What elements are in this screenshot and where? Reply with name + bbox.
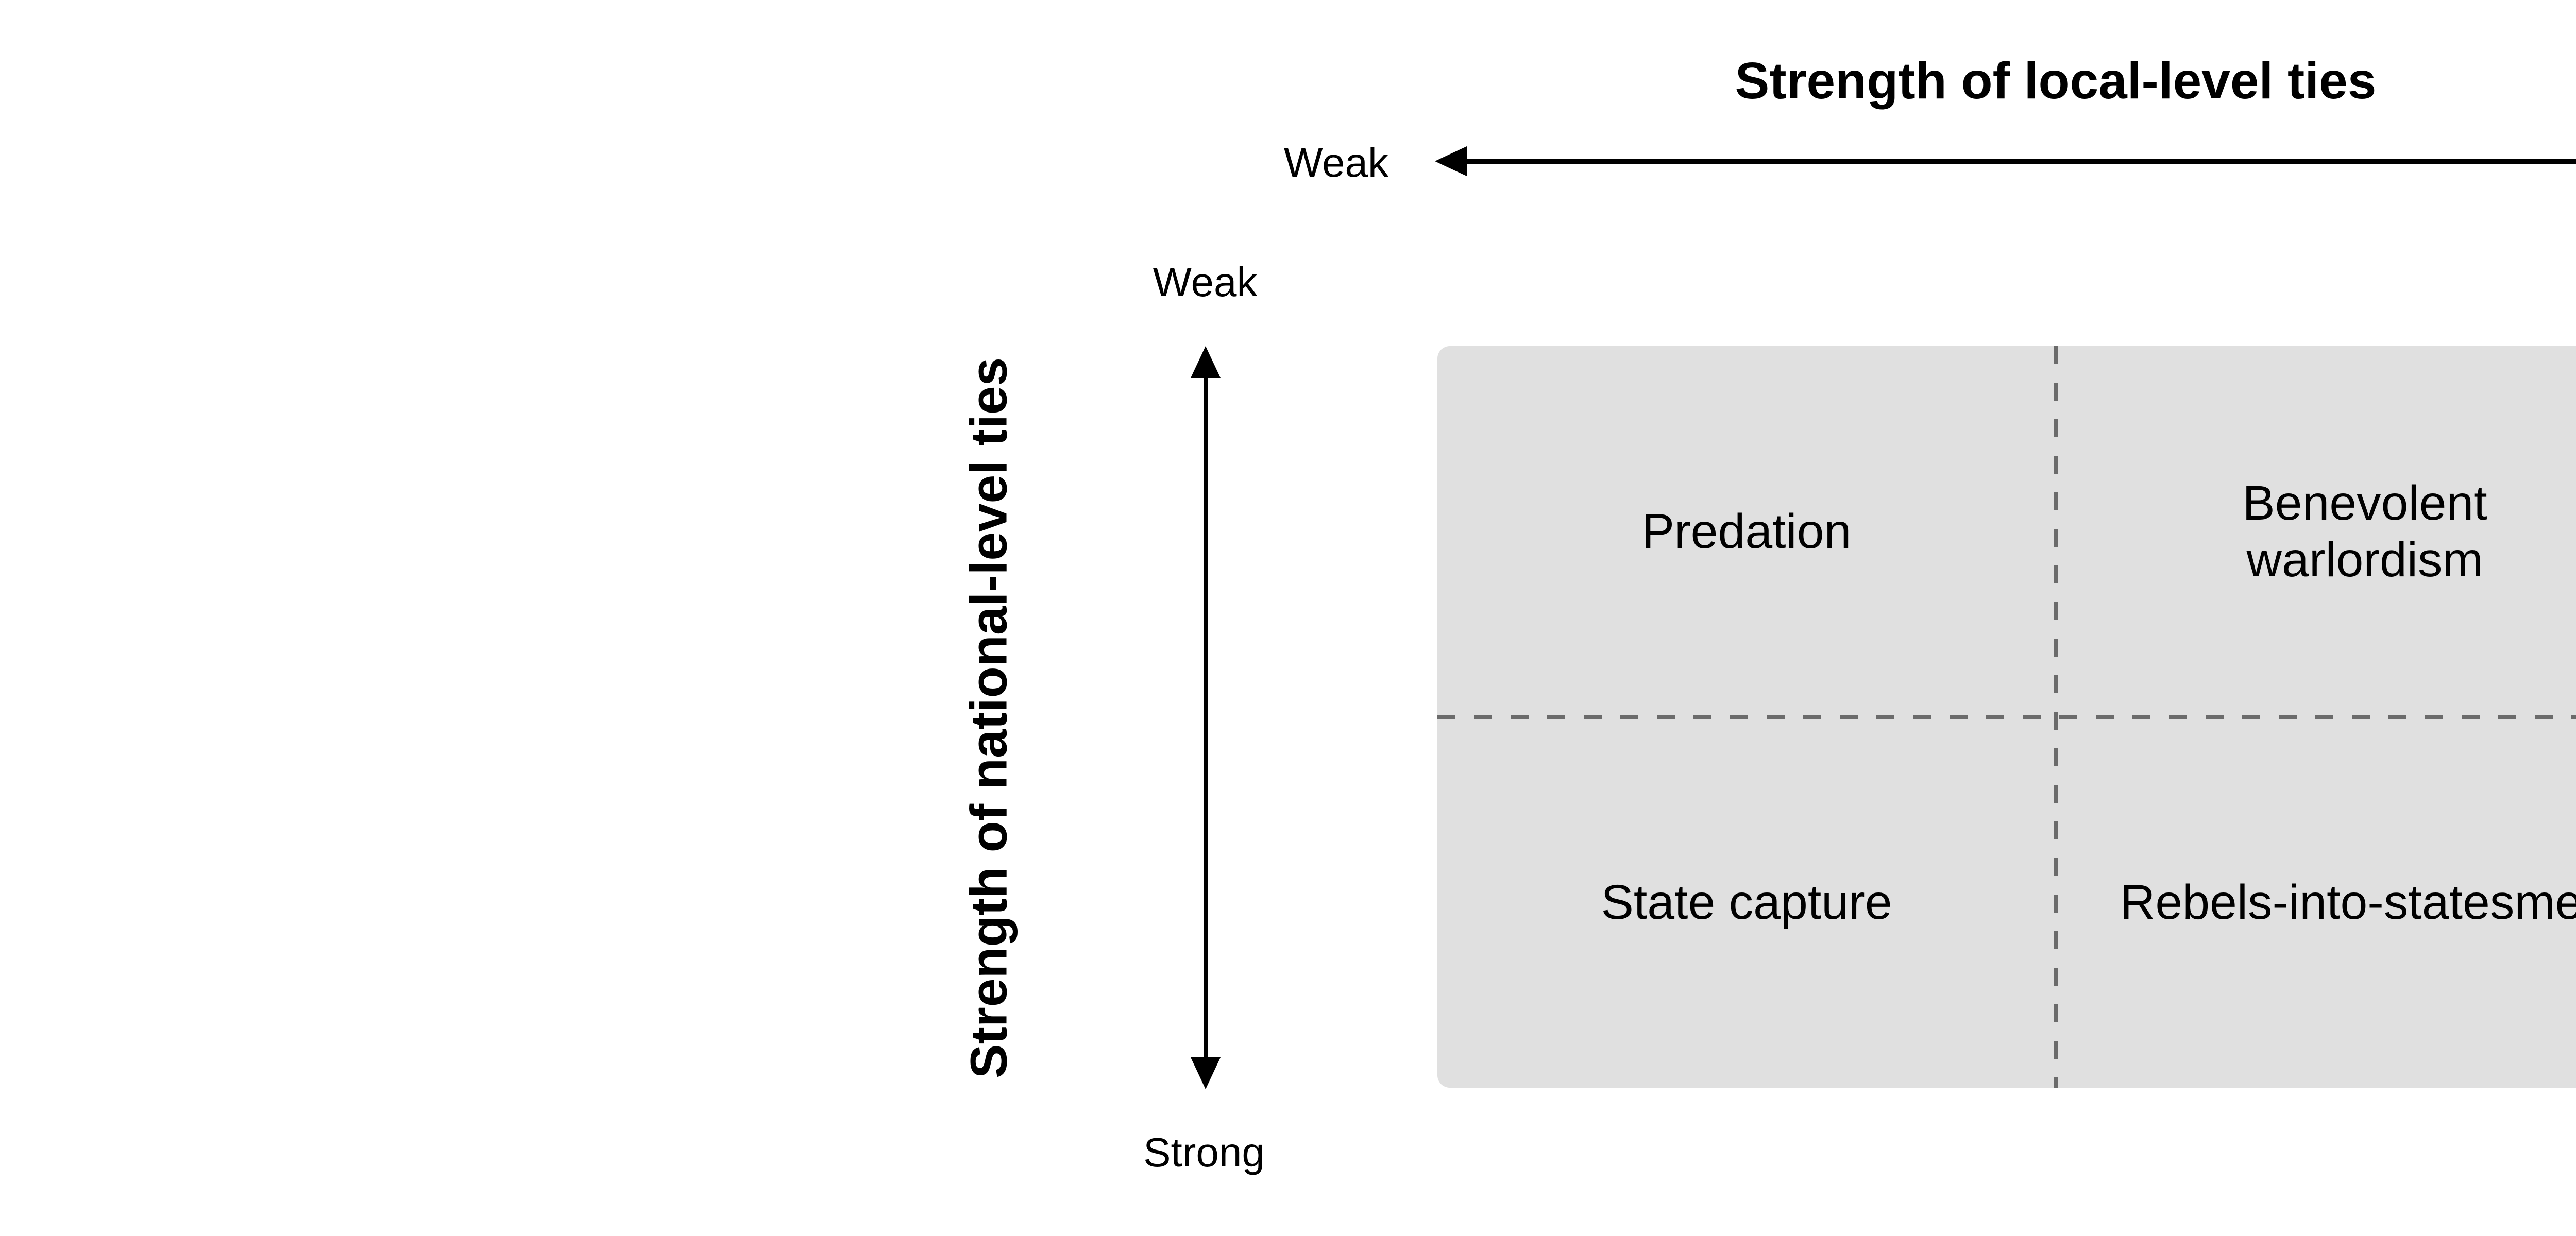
quadrant-matrix: Predation Benevolent warlordism State ca… (1437, 346, 2576, 1088)
vertical-axis-title: Strength of national-level ties (960, 357, 1018, 1079)
vertical-axis-arrow-shaft (1204, 373, 1208, 1061)
horizontal-axis-title: Strength of local-level ties (1735, 52, 2377, 110)
quadrant-top-left: Predation (1437, 346, 2056, 717)
vertical-axis-weak-label: Weak (1153, 259, 1258, 305)
quadrant-bottom-right: Rebels-into-statesmen (2056, 717, 2576, 1088)
horizontal-dashed-divider (1437, 715, 2576, 719)
quadrant-bottom-right-label: Rebels-into-statesmen (2120, 874, 2576, 930)
quadrant-bottom-left-label: State capture (1601, 874, 1892, 930)
horizontal-axis-arrow-shaft (1458, 159, 2576, 164)
down-arrowhead-icon (1191, 1057, 1221, 1089)
up-arrowhead-icon (1191, 346, 1221, 378)
vertical-axis-strong-label: Strong (1143, 1129, 1265, 1175)
quadrant-top-right: Benevolent warlordism (2056, 346, 2576, 717)
quadrant-bottom-left: State capture (1437, 717, 2056, 1088)
horizontal-axis-weak-label: Weak (1283, 139, 1388, 185)
quadrant-top-left-label: Predation (1641, 504, 1852, 559)
left-arrowhead-icon (1435, 146, 1467, 176)
quadrant-top-right-label: Benevolent warlordism (2242, 475, 2487, 587)
